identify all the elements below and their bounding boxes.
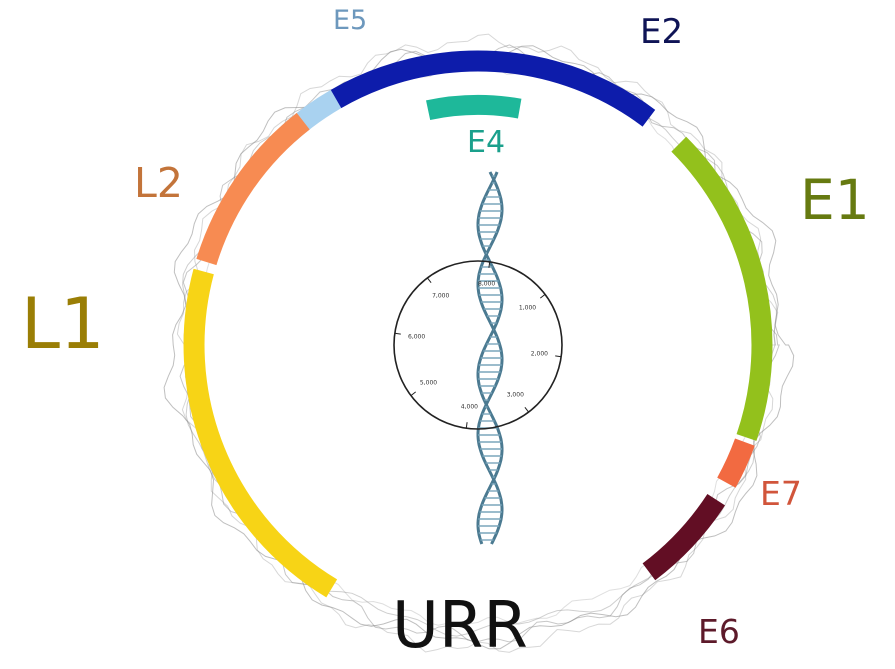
gene-arc-e6 [642, 493, 726, 581]
position-dial-circle [393, 260, 563, 430]
label-e2: E2 [640, 12, 683, 52]
dial-tick-mark [488, 261, 491, 268]
label-urr: URR [392, 589, 528, 663]
dial-tick-label: 7,000 [432, 293, 449, 300]
dial-tick-mark [410, 391, 417, 396]
gene-arc-e1 [671, 136, 773, 441]
gene-arc-e7 [717, 438, 755, 488]
dna-helix [476, 171, 504, 545]
dial-tick-label: 6,000 [408, 333, 425, 340]
label-l1: L1 [21, 283, 105, 365]
label-e4: E4 [467, 125, 505, 160]
dial-tick-mark [427, 277, 432, 284]
gene-arc-l2 [196, 112, 310, 266]
label-e5: E5 [333, 5, 367, 36]
cloud-outline-4 [176, 33, 779, 653]
cloud-outline-1 [163, 45, 795, 650]
gene-arc-l1 [183, 268, 338, 598]
label-e7: E7 [760, 474, 802, 513]
label-e1: E1 [800, 168, 870, 232]
position-dial-ticks: 8,000 1,000 2,000 3,000 4,000 5,000 6,000 7,000 [394, 261, 562, 429]
gene-arcs [183, 50, 773, 598]
gene-arc-e4 [426, 94, 522, 121]
dial-tick-mark [555, 355, 562, 358]
dial-tick-label: 3,000 [507, 392, 524, 399]
dial-tick-label: 5,000 [420, 379, 437, 386]
label-e6: E6 [698, 612, 740, 651]
dial-tick-mark [539, 294, 546, 299]
label-l2: L2 [134, 159, 183, 207]
gene-arc-e2 [330, 50, 656, 127]
dial-tick-label: 4,000 [461, 403, 478, 410]
dial-tick-mark [524, 406, 529, 413]
dial-tick-label: 8,000 [478, 281, 495, 288]
dial-tick-mark [465, 422, 468, 429]
dial-tick-label: 2,000 [531, 351, 548, 358]
dial-tick-label: 1,000 [519, 305, 536, 312]
dial-tick-mark [394, 332, 401, 335]
